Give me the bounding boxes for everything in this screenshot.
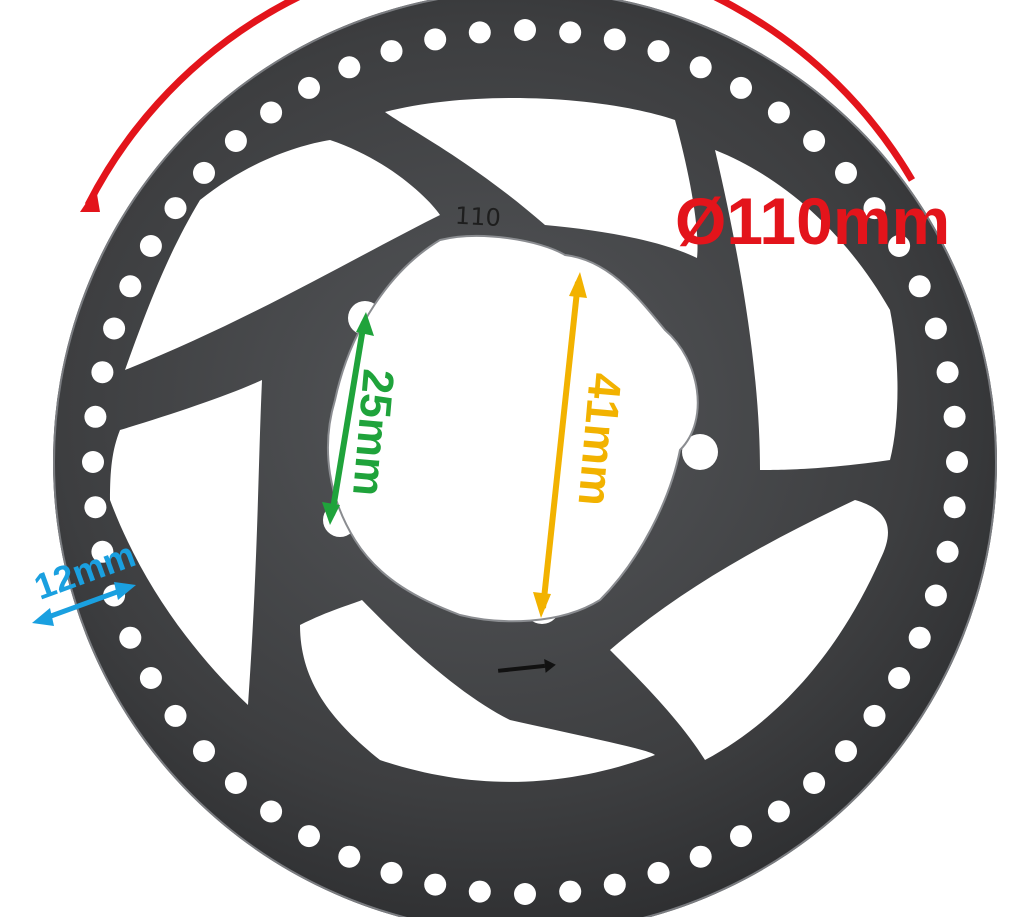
band-width-arrow-right xyxy=(114,582,136,600)
disc-stamp-text: 110 xyxy=(454,202,501,232)
hub-edge xyxy=(326,235,699,623)
outer-diameter-label: Ø110mm xyxy=(675,184,950,258)
bolt-circle-arrow-bottom xyxy=(533,592,551,618)
hole-spacing-arrow-bottom xyxy=(322,502,340,525)
hole-spacing-label: 25mm xyxy=(343,367,403,498)
arrow-right-icon xyxy=(497,658,556,673)
bolt-circle-label: 41mm xyxy=(568,371,631,508)
bolt-circle-arrow-top xyxy=(569,272,587,298)
hole-spacing-arrow-top xyxy=(356,312,374,336)
outer-diameter-arc xyxy=(84,0,916,207)
band-width-line xyxy=(39,585,129,623)
band-width-arrow-left xyxy=(32,608,54,626)
outer-diameter-arrowhead xyxy=(80,188,100,212)
hole-spacing-line xyxy=(329,321,367,516)
disc-rim xyxy=(53,0,997,917)
bolt-circle-line xyxy=(540,281,581,609)
